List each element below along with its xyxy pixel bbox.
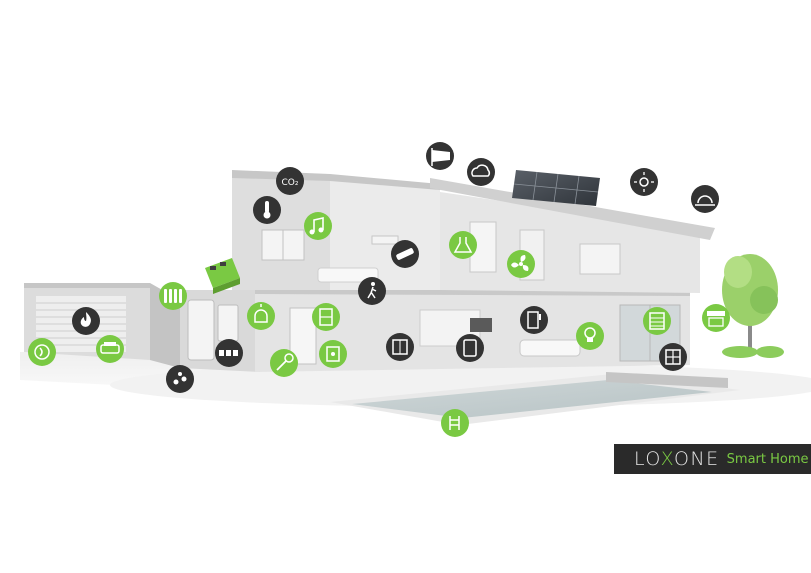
miniserver-icon (205, 258, 240, 294)
light-bulb-icon (576, 322, 604, 350)
house-ground-floor (255, 286, 690, 372)
flame-icon (72, 307, 100, 335)
brand-name: LOXONE (634, 448, 720, 470)
thermometer-icon (253, 196, 281, 224)
co2-icon: CO₂ (276, 167, 304, 195)
key-icon (270, 349, 298, 377)
window-frame-icon (659, 343, 687, 371)
brand-suffix: ONE (673, 448, 720, 470)
alarm-light-icon (247, 302, 275, 330)
water-drops-icon (166, 365, 194, 393)
window-icon (312, 303, 340, 331)
sunrise-icon (691, 185, 719, 213)
touch-switch-icon (386, 333, 414, 361)
pool-heating-icon (441, 409, 469, 437)
radiator-icon (159, 282, 187, 310)
awning-icon (702, 304, 730, 332)
tablet-icon (456, 334, 484, 362)
heat-pump-icon (28, 338, 56, 366)
remote-control-icon (391, 240, 419, 268)
ventilation-icon (507, 250, 535, 278)
weather-cloud-icon (467, 158, 495, 186)
solar-panels (512, 170, 600, 206)
pool (330, 372, 740, 425)
loxone-logo-badge: LOXONE Smart Home (614, 444, 811, 474)
flask-icon (449, 231, 477, 259)
sun-icon (630, 168, 658, 196)
brand-prefix: LO (634, 448, 661, 470)
shading-icon (643, 307, 671, 335)
motion-sensor-icon (358, 277, 386, 305)
house-upper-floor (232, 170, 440, 290)
brand-x: X (660, 448, 674, 470)
wind-sock-icon (426, 142, 454, 170)
energy-meter-icon (215, 339, 243, 367)
svg-text:CO₂: CO₂ (282, 178, 299, 188)
door-lock-icon (319, 340, 347, 368)
house-right-wing (430, 178, 715, 293)
brand-tagline: Smart Home (726, 451, 809, 467)
tree (722, 254, 784, 358)
car-icon (96, 335, 124, 363)
door-contact-icon (520, 306, 548, 334)
music-note-icon (304, 212, 332, 240)
